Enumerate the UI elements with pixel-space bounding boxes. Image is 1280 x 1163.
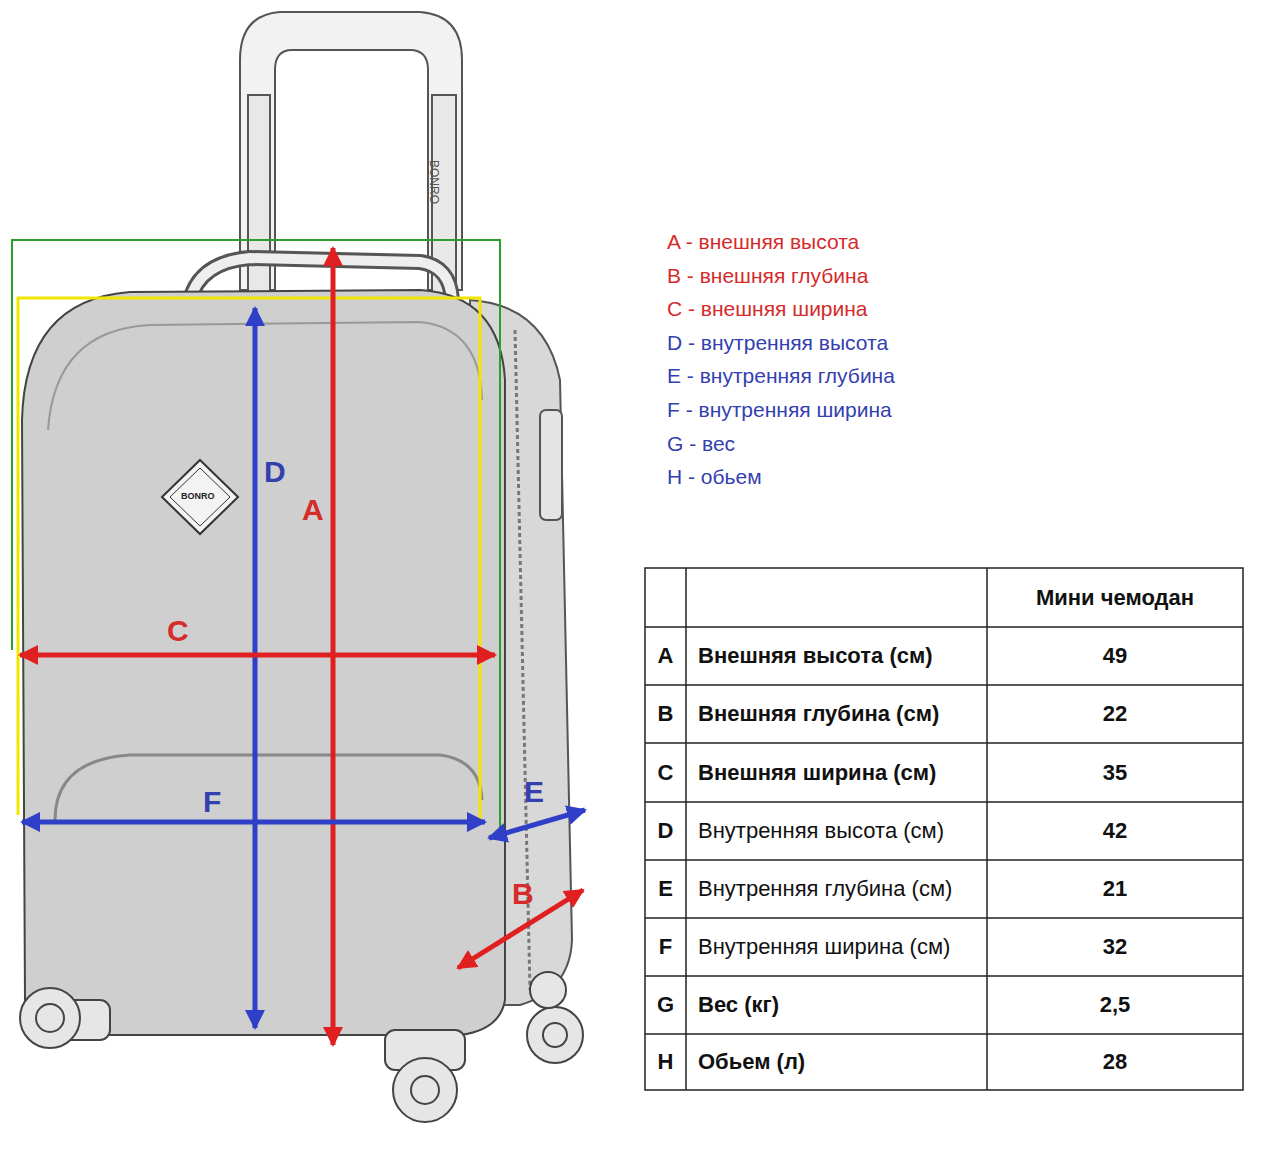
legend-line: C - внешняя ширина [667,297,868,321]
table-cell: 32 [987,918,1243,976]
table-cell: B [645,685,686,743]
table-cell: D [645,802,686,860]
table-cell: C [645,743,686,802]
table-cell: 22 [987,685,1243,743]
dimension-letter: A [302,494,324,526]
handle-brand: BONRO [427,160,441,204]
table-cell: Внешняя высота (см) [686,627,987,685]
logo-brand: BONRO [181,491,215,501]
table-cell: H [645,1034,686,1090]
table-cell: Обьем (л) [686,1034,987,1090]
table-cell: Внутренняя ширина (см) [686,918,987,976]
table-cell: Внешняя глубина (см) [686,685,987,743]
legend-line: B - внешняя глубина [667,264,868,288]
dimension-letter: B [512,878,534,910]
legend-line: E - внутренняя глубина [667,364,895,388]
table-cell: A [645,627,686,685]
table-cell: Внешняя ширина (см) [686,743,987,802]
table-cell: G [645,976,686,1034]
table-cell: 21 [987,860,1243,918]
table-cell: E [645,860,686,918]
table-cell: 35 [987,743,1243,802]
table-cell: 2,5 [987,976,1243,1034]
legend-line: F - внутренняя ширина [667,398,892,422]
dimension-letter: C [167,615,189,647]
table-cell: 49 [987,627,1243,685]
table-cell: Вес (кг) [686,976,987,1034]
table-cell: Мини чемодан [987,568,1243,627]
legend-line: D - внутренняя высота [667,331,888,355]
legend-line: H - обьем [667,465,762,489]
table-cell: 42 [987,802,1243,860]
dimension-letter: D [264,456,286,488]
table-cell: F [645,918,686,976]
dimension-letter: E [524,776,544,808]
legend-line: G - вес [667,432,735,456]
table-cell: Внутренняя глубина (см) [686,860,987,918]
dimension-letter: F [203,786,221,818]
table-cell: Внутренняя высота (см) [686,802,987,860]
legend-line: A - внешняя высота [667,230,859,254]
table-cell: 28 [987,1034,1243,1090]
